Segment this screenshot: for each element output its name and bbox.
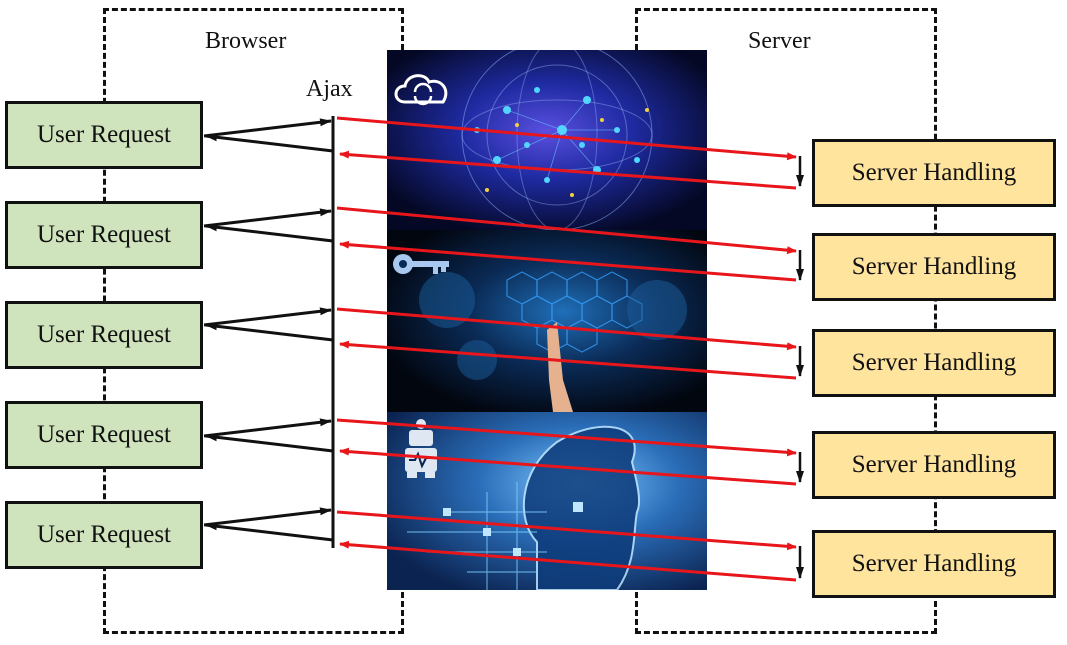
server-handling-box: Server Handling (812, 530, 1056, 598)
browser-label: Browser (205, 28, 287, 54)
network-globe-image (387, 50, 707, 230)
server-response-arrow (339, 447, 797, 486)
server-handling-box: Server Handling (812, 139, 1056, 207)
request-arrow (203, 418, 332, 438)
server-label: Server (748, 28, 811, 54)
request-arrow (203, 208, 332, 228)
response-arrow (205, 522, 334, 542)
response-arrow (205, 322, 334, 342)
user-request-box: User Request (5, 101, 203, 169)
ajax-request-arrow (336, 510, 797, 551)
cloud-icon (394, 74, 448, 106)
server-response-arrow (339, 150, 797, 190)
request-arrow (203, 118, 332, 138)
robot-icon (405, 419, 437, 478)
ajax-label: Ajax (306, 76, 353, 102)
request-arrow (203, 507, 332, 527)
user-request-box: User Request (5, 401, 203, 469)
response-arrow (205, 133, 334, 153)
user-request-box: User Request (5, 201, 203, 269)
response-arrow (205, 433, 334, 453)
server-handling-box: Server Handling (812, 233, 1056, 301)
ajax-request-arrow (336, 206, 797, 255)
request-arrow (203, 307, 332, 327)
server-response-arrow (339, 540, 797, 582)
ajax-request-arrow (336, 418, 797, 457)
server-response-arrow (339, 340, 797, 380)
server-response-arrow (339, 240, 797, 282)
key-icon (393, 254, 449, 274)
ajax-request-arrow (336, 307, 797, 351)
user-request-box: User Request (5, 501, 203, 569)
server-handling-box: Server Handling (812, 431, 1056, 499)
response-arrow (205, 223, 334, 243)
server-handling-box: Server Handling (812, 329, 1056, 397)
ajax-request-arrow (336, 116, 797, 161)
user-request-box: User Request (5, 301, 203, 369)
